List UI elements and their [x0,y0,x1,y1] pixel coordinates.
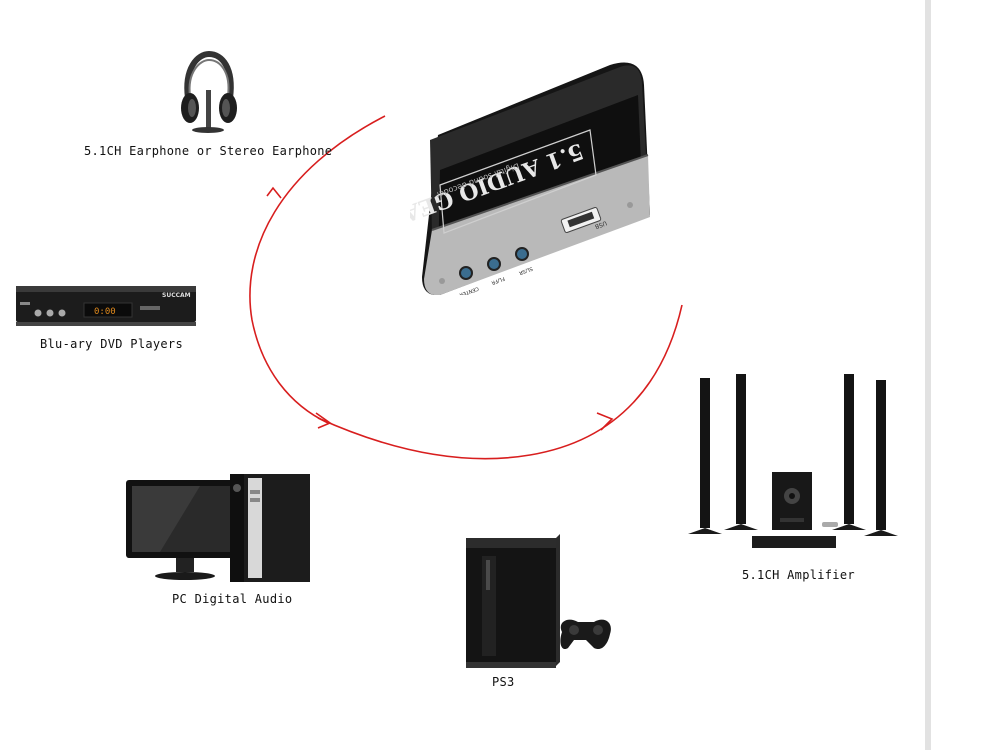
label-ps3: PS3 [492,675,515,689]
dvd-display: 0:00 [94,307,116,317]
arc-bottom [317,304,683,460]
arrowhead-pc [315,412,332,429]
label-pc: PC Digital Audio [172,592,293,606]
jack-sl-sr [515,247,529,261]
label-amplifier: 5.1CH Amplifier [742,568,855,582]
amplifier-speakers-image [684,368,900,556]
pc-image [120,470,314,590]
port-center-label: CENTER [458,285,479,295]
port-fl-fr-label: FL/FR [490,275,505,286]
audio-gear-device: 5.1 AUDIO GEAR Digital sound decoder USB… [410,62,650,295]
port-sl-sr-label: SL/SR [517,265,533,276]
port-usb-label: USB [594,219,608,230]
dvd-brand: SUCCAM [162,292,191,299]
page-edge-bar [925,0,931,750]
label-earphone: 5.1CH Earphone or Stereo Earphone [84,144,333,158]
label-dvd: Blu-ary DVD Players [40,337,183,351]
arrowhead-earphone [266,186,282,199]
dvd-player-image: 0:00 SUCCAM [14,284,198,332]
ps3-image [462,530,616,676]
arrowhead-amplifier [596,412,614,431]
jack-center [459,266,473,280]
headphones-image [178,50,240,139]
arc-left [249,115,386,424]
jack-fl-fr [487,257,501,271]
